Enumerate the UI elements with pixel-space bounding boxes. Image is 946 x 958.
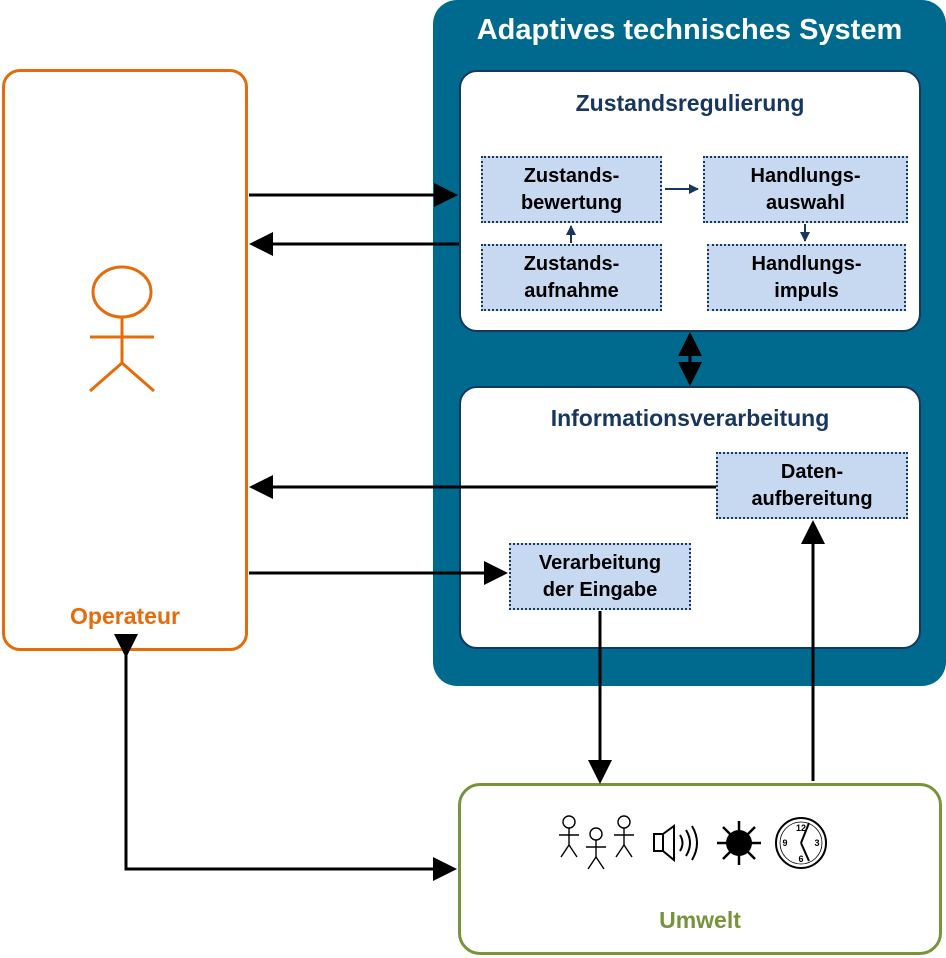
handlungsimpuls-line2: impuls <box>774 279 839 302</box>
datenaufbereitung-line2: aufbereitung <box>751 487 873 510</box>
handlungsauswahl-box: Handlungs-auswahl <box>703 156 908 223</box>
datenaufbereitung-line1: Daten- <box>780 461 844 484</box>
zustandsregulierung-title: Zustandsregulierung <box>575 90 805 116</box>
arrow-operator-umwelt <box>114 634 457 881</box>
handlungsauswahl-line1: Handlungs- <box>750 165 861 188</box>
handlungsimpuls-box: Handlungs-impuls <box>707 244 906 311</box>
zustandsbewertung-line2: bewertung <box>520 191 623 214</box>
zustandsbewertung-line1: Zustands- <box>523 165 620 188</box>
zustandsaufnahme-box: Zustands-aufnahme <box>481 244 662 311</box>
clock-number-6: 6 <box>798 854 803 864</box>
umwelt-label: Umwelt <box>659 907 741 933</box>
system-title: Adaptives technisches System <box>476 14 903 46</box>
umwelt-box <box>458 783 942 955</box>
clock-icon: 12 3 6 9 <box>775 817 827 869</box>
stick-figure-icon <box>89 265 155 393</box>
handlungsauswahl-line2: auswahl <box>766 191 845 214</box>
speaker-icon <box>653 824 698 863</box>
handlungsimpuls-line1: Handlungs- <box>751 253 862 276</box>
zustandsaufnahme-line1: Zustands- <box>523 253 620 276</box>
zustandsaufnahme-line2: aufnahme <box>524 279 619 302</box>
informationsverarbeitung-title: Informationsverarbeitung <box>550 405 830 431</box>
people-icon <box>559 815 634 870</box>
clock-number-3: 3 <box>814 838 819 848</box>
clock-number-9: 9 <box>782 838 787 848</box>
clock-number-12: 12 <box>796 823 806 833</box>
sun-icon <box>717 821 761 865</box>
operator-label: Operateur <box>70 603 180 629</box>
verarbeitung-eingabe-line1: Verarbeitung <box>538 552 662 575</box>
datenaufbereitung-box: Daten-aufbereitung <box>716 452 908 519</box>
zustandsbewertung-box: Zustands-bewertung <box>481 156 662 223</box>
operator-box <box>2 69 248 651</box>
verarbeitung-eingabe-box: Verarbeitung der Eingabe <box>509 543 691 610</box>
verarbeitung-eingabe-line2: der Eingabe <box>542 578 658 601</box>
